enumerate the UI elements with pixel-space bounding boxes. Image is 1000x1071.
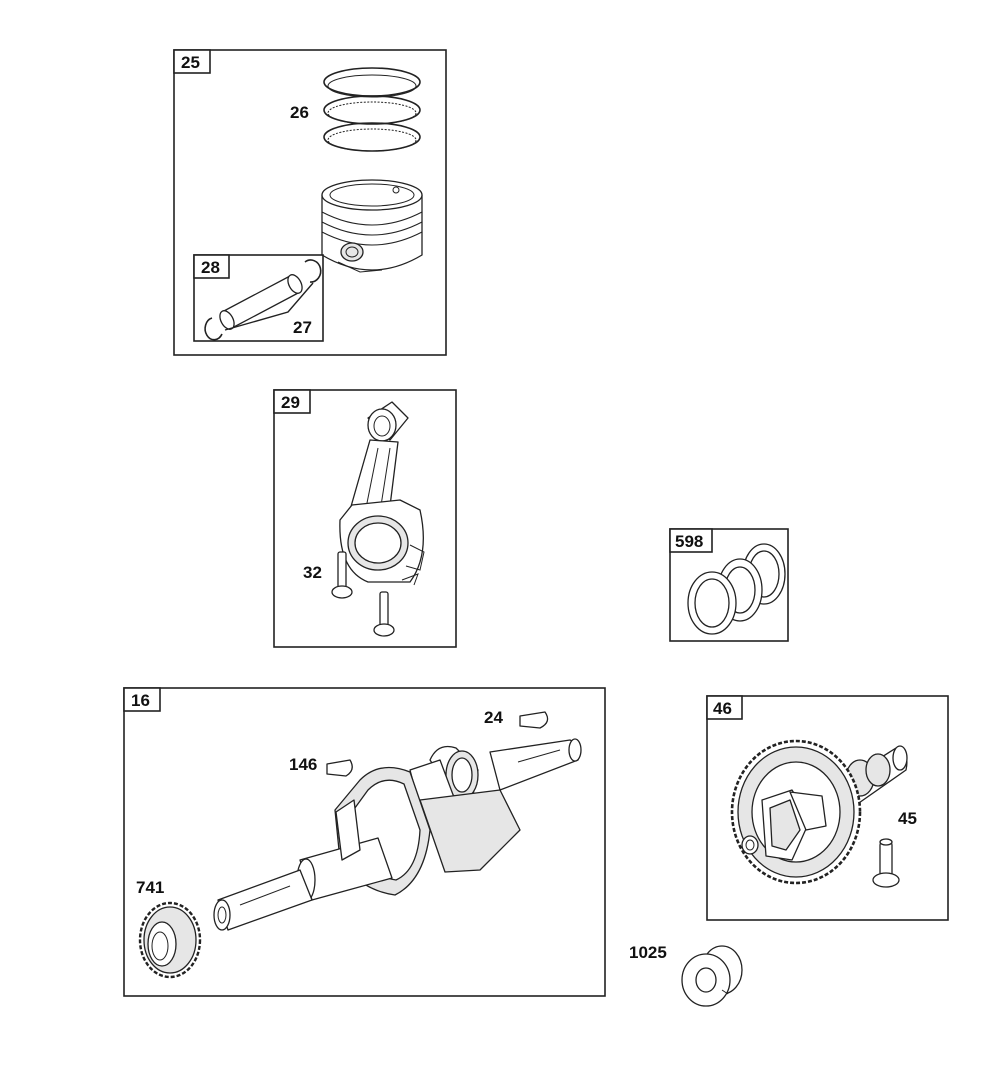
label-part-146: 146 (289, 755, 317, 774)
label-part-27: 27 (293, 318, 312, 337)
group-frame-pin (193, 254, 324, 342)
label-group-46: 46 (713, 699, 732, 718)
label-part-741: 741 (136, 878, 164, 897)
piston-rings (323, 67, 421, 152)
group-crankshaft: 16 24 146 (123, 687, 606, 997)
retainer-clips (204, 259, 322, 341)
rod-bolts (331, 551, 395, 637)
shim-rings (687, 543, 786, 635)
label-part-26: 26 (290, 103, 309, 122)
tag-frame-pin (193, 254, 230, 279)
piston (321, 179, 423, 273)
timing-gear (138, 901, 202, 979)
group-frame-shims (669, 528, 789, 642)
group-connecting-rod: 29 32 (273, 389, 457, 648)
key-small (326, 759, 353, 777)
label-group-28: 28 (201, 258, 220, 277)
group-frame-crankshaft (123, 687, 606, 997)
tag-frame-camshaft (706, 695, 743, 720)
piston-pin (219, 274, 303, 330)
group-piston-kit: 25 26 28 (173, 49, 447, 356)
crankshaft (213, 738, 582, 931)
tag-frame-piston (173, 49, 211, 74)
group-frame-piston (173, 49, 447, 356)
seal-part-1025 (681, 945, 743, 1007)
label-part-45: 45 (898, 809, 917, 828)
connecting-rod (339, 401, 425, 586)
tag-frame-rod (273, 389, 311, 414)
label-group-598: 598 (675, 532, 703, 551)
camshaft (730, 739, 908, 885)
label-part-1025: 1025 (629, 943, 667, 962)
group-ring-shims: 598 (669, 528, 789, 642)
tag-frame-crankshaft (123, 687, 161, 712)
label-group-25: 25 (181, 53, 200, 72)
tag-frame-shims (669, 528, 713, 553)
valve-lifter (872, 838, 900, 888)
label-group-16: 16 (131, 691, 150, 710)
group-frame-rod (273, 389, 457, 648)
crank-key (519, 711, 549, 729)
label-group-29: 29 (281, 393, 300, 412)
group-frame-camshaft (706, 695, 949, 921)
label-part-32: 32 (303, 563, 322, 582)
group-camshaft: 46 45 (706, 695, 949, 921)
label-part-24: 24 (484, 708, 503, 727)
leader-27 (224, 282, 314, 331)
